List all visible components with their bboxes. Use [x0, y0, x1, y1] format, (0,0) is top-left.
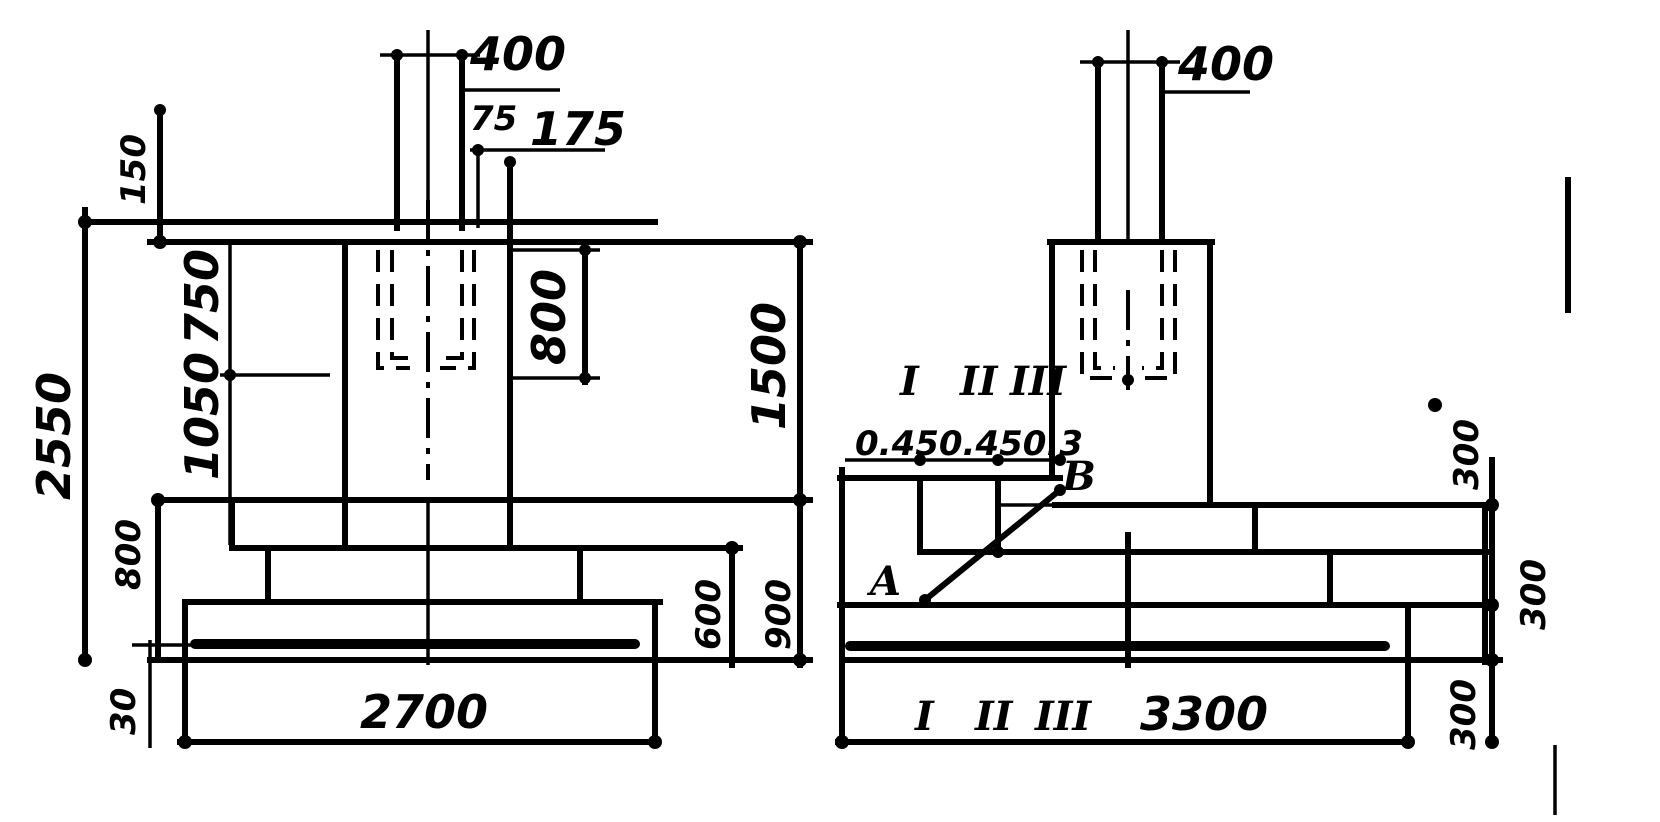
right-dim-step3: 300 — [1444, 679, 1484, 750]
left-dim-lower-total: 900 — [759, 579, 799, 650]
left-dim-col-width: 400 — [469, 27, 566, 81]
right-ticks — [835, 56, 1499, 749]
left-dim-total-height: 2550 — [27, 372, 81, 500]
left-dim-upper-part: 750 — [175, 249, 229, 345]
left-dim-sole: 30 — [104, 688, 144, 735]
right-point-b: B — [1061, 453, 1096, 500]
right-roman-top-1: I — [899, 358, 920, 405]
left-dim-top-offset: 150 — [114, 134, 154, 205]
left-dim-stem-total: 1500 — [742, 302, 796, 430]
right-roman-bottom-2: II — [974, 693, 1014, 740]
left-dim-gap-top: 75 — [470, 99, 517, 139]
left-dim-base-width: 2700 — [360, 685, 488, 739]
left-socket-dash-l — [376, 250, 410, 370]
left-ticks — [78, 49, 807, 749]
right-punching-line — [920, 485, 1065, 605]
left-foundation: 400 75 175 150 2550 750 1050 800 1500 80… — [27, 27, 813, 749]
right-point-a: A — [866, 558, 901, 605]
right-roman-top-3: III — [1009, 358, 1067, 405]
left-dim-lower-steps: 600 — [689, 579, 729, 650]
right-dim-step2: 300 — [1514, 559, 1554, 630]
right-socket-dash-l — [1080, 250, 1115, 380]
left-dim-gap-side: 175 — [530, 102, 626, 156]
left-socket-dash-r — [440, 250, 476, 370]
right-socket-dash-r — [1142, 250, 1177, 380]
right-dim-ratios: 0.450.450.3 — [855, 424, 1083, 464]
right-dim-step1: 300 — [1447, 419, 1487, 490]
left-dim-stem-height: 1050 — [175, 352, 229, 480]
right-dim-col-width: 400 — [1177, 37, 1274, 91]
right-roman-top-2: II — [959, 358, 999, 405]
right-foundation: 400 0.450.450.3 300 300 300 3300 I II II… — [835, 30, 1554, 750]
right-dim-base-width: 3300 — [1140, 687, 1268, 741]
right-roman-bottom-1: I — [914, 693, 935, 740]
left-dim-socket-depth: 800 — [522, 269, 576, 365]
right-roman-bottom-3: III — [1034, 693, 1092, 740]
left-dim-step-height: 800 — [109, 519, 149, 590]
